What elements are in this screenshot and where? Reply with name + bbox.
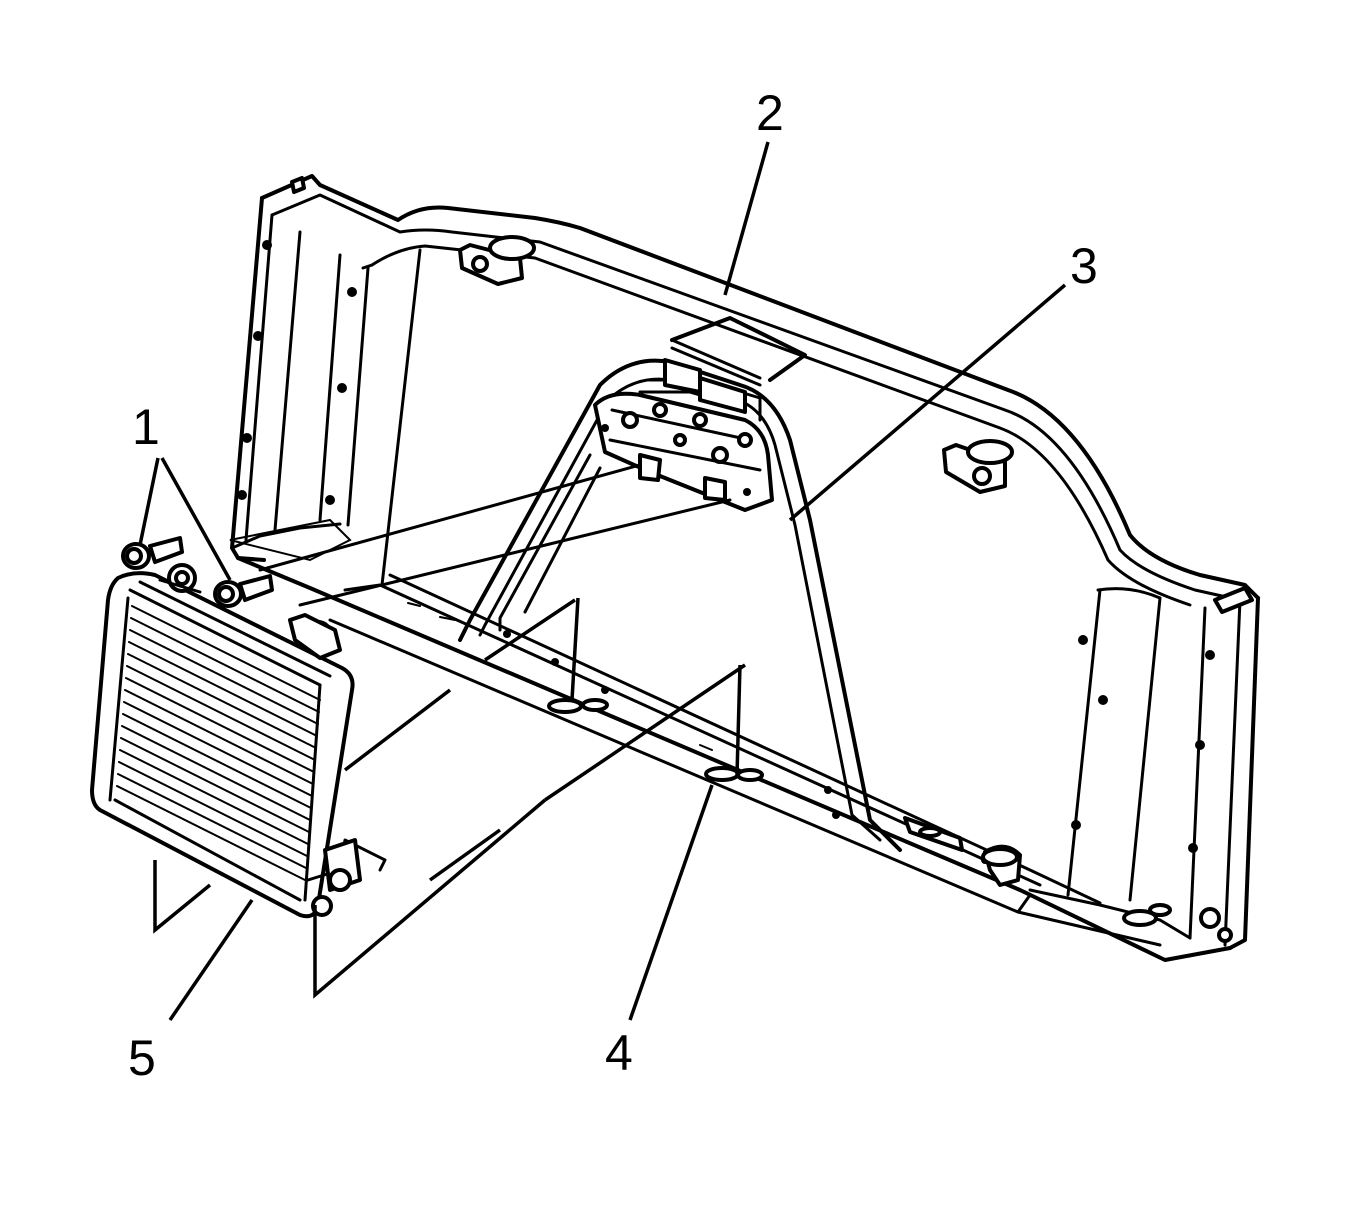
callout-4: 4 — [605, 1025, 633, 1081]
alignment-lines — [229, 463, 746, 882]
callout-2: 2 — [756, 85, 784, 141]
callout-1: 1 — [132, 399, 160, 455]
center-support-brace — [458, 316, 902, 852]
cooler-fins — [116, 605, 321, 881]
callout-5: 5 — [128, 1030, 156, 1086]
callout-labels: 1 2 3 4 5 — [128, 85, 1098, 1086]
bolt-lower — [213, 574, 274, 608]
callout-3: 3 — [1070, 238, 1098, 294]
bolts — [121, 536, 274, 608]
bolt-upper — [121, 536, 184, 570]
callout-leaders — [138, 141, 1067, 1021]
radiator-support-frame — [230, 174, 1260, 962]
oil-cooler — [90, 563, 387, 919]
